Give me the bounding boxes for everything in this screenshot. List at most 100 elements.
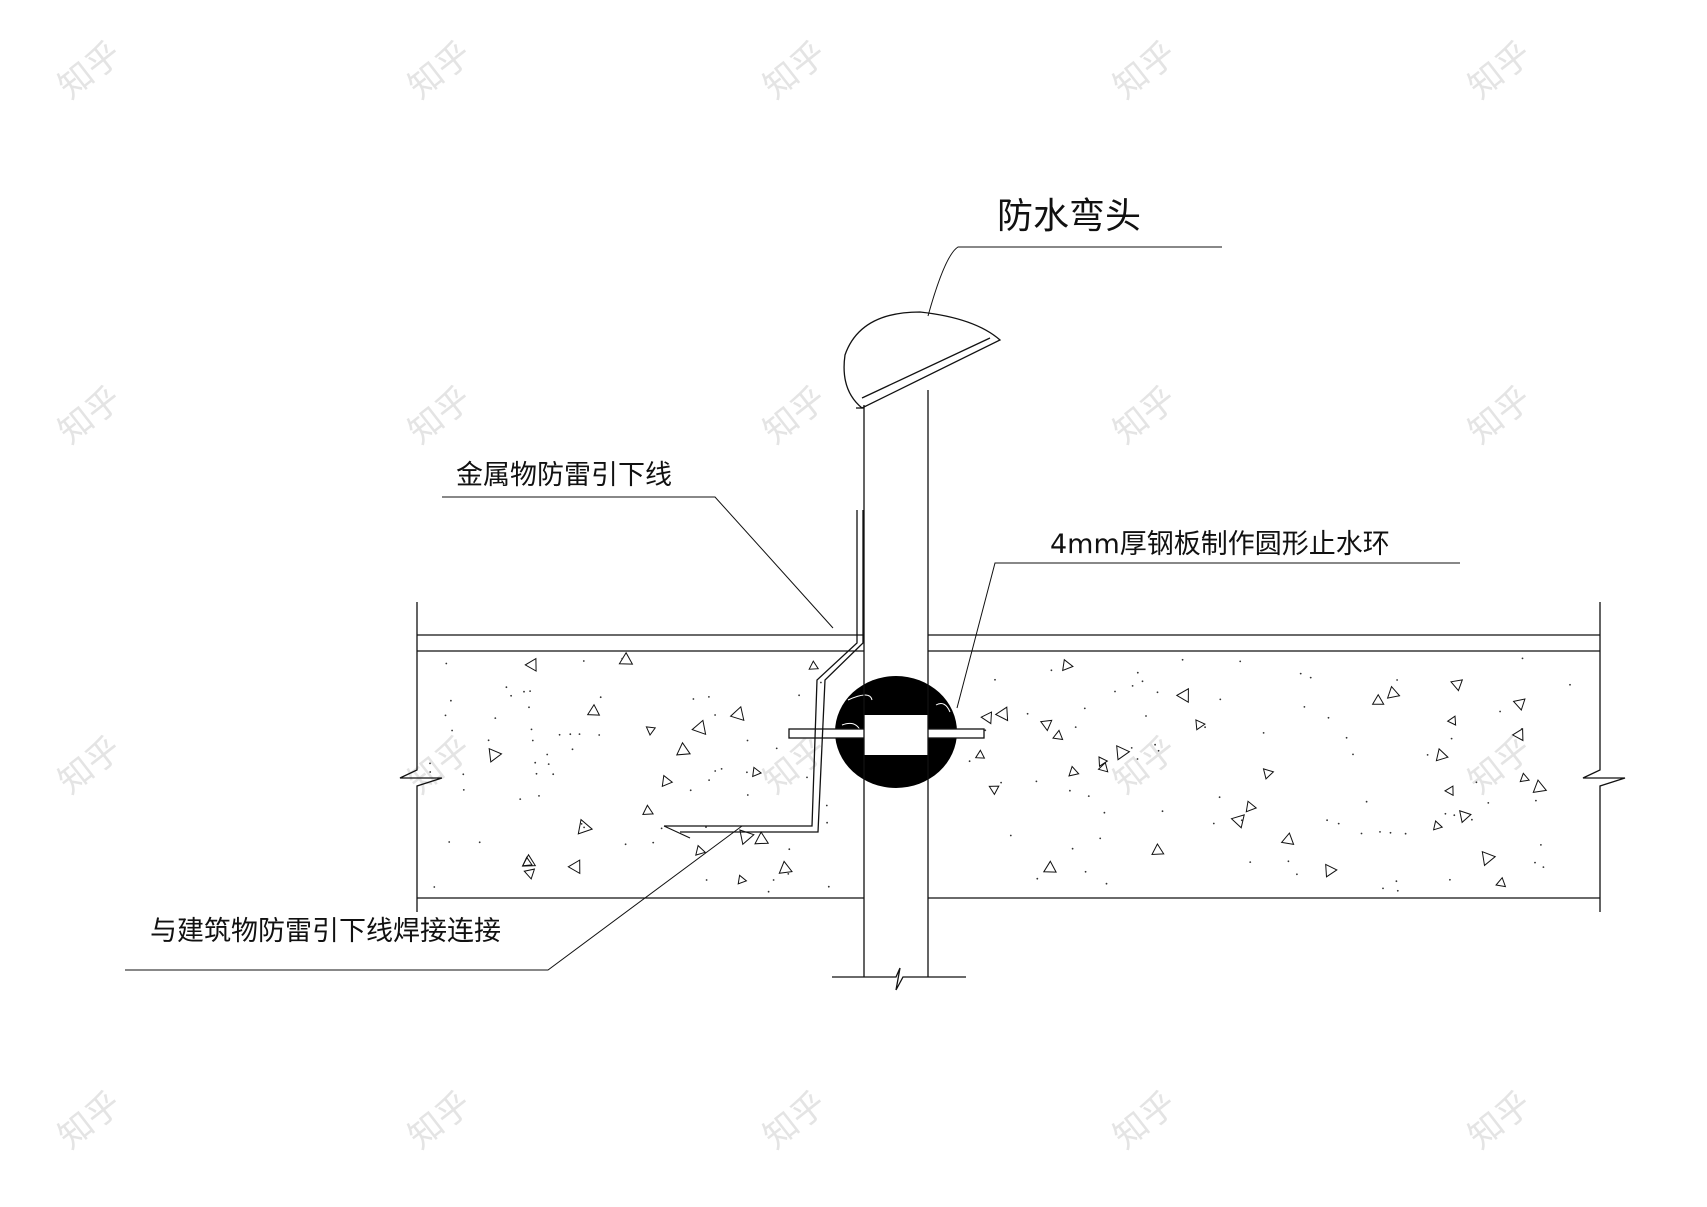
- watermark-1: 知乎: [401, 34, 479, 107]
- aggregate-dot-132: [1475, 781, 1478, 784]
- aggregate-dot-55: [788, 848, 791, 851]
- aggregate-triangle-42: [1432, 820, 1444, 831]
- aggregate-dot-97: [1520, 728, 1523, 730]
- watermark-18: 知乎: [1106, 1084, 1184, 1157]
- aggregate-dot-99: [1239, 660, 1242, 663]
- aggregate-dot-68: [1309, 676, 1312, 679]
- aggregate-triangle-6: [1512, 698, 1526, 711]
- aggregate-dot-80: [1145, 715, 1147, 717]
- aggregate-triangle-5: [1495, 876, 1507, 888]
- aggregate-dot-44: [1212, 822, 1215, 825]
- watermark-17: 知乎: [756, 1084, 834, 1157]
- aggregate-dot-100: [578, 733, 581, 735]
- aggregate-dot-23: [827, 885, 830, 888]
- aggregate-dot-39: [451, 729, 453, 732]
- aggregate-dot-123: [746, 771, 748, 774]
- aggregate-dot-1: [1352, 753, 1354, 756]
- aggregate-triangle-18: [675, 741, 692, 756]
- aggregate-dot-137: [1249, 861, 1252, 863]
- waterproof-elbow: [843, 311, 1002, 409]
- watermark-7: 知乎: [756, 379, 834, 452]
- aggregate-triangle-45: [1519, 772, 1531, 783]
- aggregate-dot-46: [569, 733, 572, 736]
- aggregate-dot-122: [599, 696, 602, 699]
- aggregate-dot-43: [1114, 690, 1116, 693]
- leader-lines: [125, 246, 1460, 971]
- aggregate-triangle-27: [752, 766, 763, 778]
- aggregate-dot-103: [1542, 866, 1545, 868]
- aggregate-dot-56: [1453, 814, 1456, 817]
- aggregate-triangle-2: [754, 831, 770, 845]
- aggregate-triangle-14: [729, 705, 745, 722]
- aggregate-triangle-47: [778, 860, 793, 874]
- aggregate-dot-33: [530, 728, 533, 731]
- aggregate-dot-47: [494, 717, 497, 719]
- aggregate-dot-79: [433, 886, 436, 888]
- water-stop-ring: [788, 676, 985, 788]
- aggregate-dot-128: [806, 776, 808, 779]
- aggregate-dot-13: [1069, 789, 1071, 792]
- aggregate-dot-24: [1365, 800, 1368, 803]
- aggregate-dot-134: [505, 686, 508, 689]
- metal-downlead: [663, 510, 864, 839]
- aggregate-triangle-25: [524, 657, 537, 672]
- aggregate-dot-135: [1161, 810, 1164, 813]
- aggregate-triangle-12: [488, 747, 503, 763]
- aggregate-dot-3: [583, 826, 585, 829]
- aggregate-dot-114: [1074, 726, 1077, 728]
- aggregate-triangle-9: [523, 868, 536, 880]
- aggregate-dot-48: [1000, 781, 1002, 784]
- aggregate-triangle-52: [1450, 679, 1464, 692]
- aggregate-dot-133: [714, 770, 717, 772]
- aggregate-dot-120: [968, 760, 971, 763]
- aggregate-dot-9: [746, 794, 749, 796]
- aggregate-dot-124: [820, 681, 822, 684]
- aggregate-dot-59: [552, 773, 555, 776]
- aggregate-dot-63: [1299, 672, 1302, 675]
- watermark-9: 知乎: [1461, 379, 1539, 452]
- watermark-8: 知乎: [1106, 379, 1184, 452]
- aggregate-triangle-0: [988, 785, 1000, 796]
- aggregate-triangle-46: [642, 804, 654, 816]
- aggregate-dot-121: [708, 696, 710, 698]
- watermark-0: 知乎: [51, 34, 129, 107]
- aggregate-triangle-30: [974, 749, 986, 759]
- aggregate-triangle-51: [808, 660, 820, 670]
- watermark-16: 知乎: [401, 1084, 479, 1157]
- aggregate-dot-2: [528, 706, 530, 709]
- aggregate-triangle-55: [1262, 768, 1275, 780]
- aggregate-triangle-34: [1042, 860, 1057, 873]
- aggregate-dot-30: [994, 678, 996, 681]
- aggregate-triangle-11: [586, 703, 601, 716]
- watermark-5: 知乎: [51, 379, 129, 452]
- aggregate-dot-88: [450, 699, 452, 702]
- aggregate-dot-85: [582, 660, 585, 662]
- aggregate-triangle-28: [691, 719, 707, 736]
- aggregate-dot-5: [746, 739, 749, 742]
- aggregate-triangle-33: [645, 726, 657, 736]
- aggregate-dot-42: [772, 879, 775, 881]
- aggregate-triangle-22: [1446, 715, 1457, 726]
- metal-downlead-label: 金属物防雷引下线: [456, 460, 672, 491]
- aggregate-dot-10: [580, 823, 583, 825]
- aggregate-dot-90: [445, 662, 448, 665]
- aggregate-dot-106: [1345, 736, 1348, 739]
- aggregate-dot-136: [652, 841, 655, 844]
- elbow-label: 防水弯头: [997, 196, 1141, 237]
- aggregate-triangle-50: [980, 711, 993, 725]
- watermark-3: 知乎: [1106, 34, 1184, 107]
- aggregate-dot-127: [538, 795, 540, 797]
- aggregate-dot-20: [1450, 737, 1453, 740]
- aggregate-triangle-53: [577, 818, 594, 835]
- roof-slab: [399, 602, 1626, 912]
- aggregate-dot-28: [1083, 707, 1086, 710]
- aggregate-dot-72: [1471, 818, 1473, 821]
- aggregate-dot-101: [1009, 834, 1012, 837]
- aggregate-dot-76: [825, 804, 828, 807]
- aggregate-dot-89: [767, 890, 770, 893]
- aggregate-dot-78: [1026, 712, 1029, 715]
- aggregate-dot-8: [1337, 822, 1340, 825]
- watermark-6: 知乎: [401, 379, 479, 452]
- aggregate-dot-61: [660, 827, 663, 830]
